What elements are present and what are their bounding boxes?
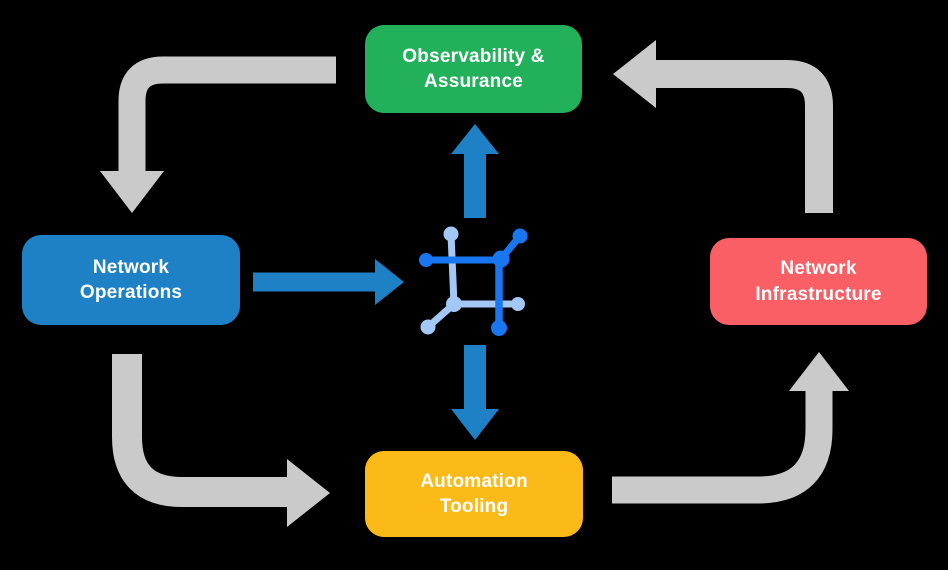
node-label-line: Automation bbox=[420, 470, 528, 492]
arrow-automation-to-infrastructure bbox=[612, 352, 849, 504]
network-mesh-light-strands bbox=[420, 226, 525, 335]
node-automation-tooling: Automation Tooling bbox=[365, 451, 583, 537]
arrow-center-to-automation bbox=[451, 345, 499, 440]
arrow-infrastructure-to-observability bbox=[613, 40, 833, 213]
arrow-observability-to-operations bbox=[100, 56, 336, 213]
node-label-line: Operations bbox=[79, 282, 183, 303]
arrow-center-to-observability bbox=[451, 124, 499, 218]
network-mesh-dark-strands bbox=[419, 228, 528, 336]
node-label-line: Tooling bbox=[439, 496, 509, 517]
network-mesh-icon bbox=[406, 214, 542, 350]
arrow-operations-to-center bbox=[253, 259, 404, 305]
node-label-line: Infrastructure bbox=[755, 283, 882, 305]
node-label-line: Observability & bbox=[402, 45, 545, 67]
arrow-operations-to-automation bbox=[112, 354, 330, 527]
node-label-line: Assurance bbox=[424, 71, 523, 92]
node-observability-assurance: Observability & Assurance bbox=[365, 25, 582, 113]
node-network-infrastructure: Network Infrastructure bbox=[710, 238, 927, 325]
node-label-line: Network bbox=[92, 256, 170, 278]
node-label-line: Network bbox=[780, 258, 857, 280]
node-network-operations: Network Operations bbox=[22, 235, 240, 325]
